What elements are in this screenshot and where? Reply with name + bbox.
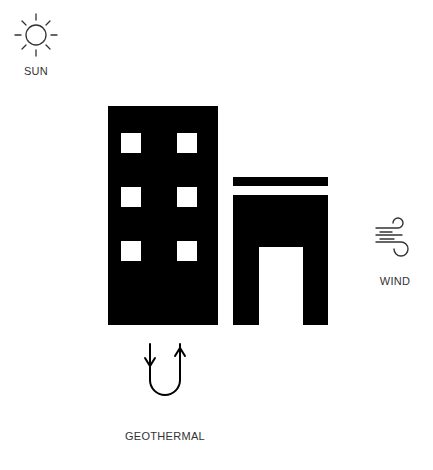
roof-bar xyxy=(233,177,328,186)
flow-arrow-down xyxy=(145,358,155,366)
sun-ray xyxy=(22,21,26,25)
sun-ray xyxy=(35,14,36,20)
wind-stroke xyxy=(376,218,403,228)
wind-stroke xyxy=(376,234,402,235)
ground-loop xyxy=(150,344,180,395)
small-building xyxy=(233,177,328,325)
wind-stroke xyxy=(376,242,408,256)
sun-ray xyxy=(35,50,36,56)
window xyxy=(121,187,141,207)
icon-label: SUN xyxy=(24,65,48,77)
building-body xyxy=(108,106,218,325)
wind-icon xyxy=(376,218,408,256)
building-body xyxy=(233,195,328,325)
flow-arrow-up xyxy=(175,348,185,356)
tall-building xyxy=(108,106,218,325)
window xyxy=(121,133,141,153)
sun-ray xyxy=(46,21,50,25)
window xyxy=(177,241,197,261)
window xyxy=(121,241,141,261)
sun-ray xyxy=(22,45,26,49)
icon-label: GEOTHERMAL xyxy=(125,430,205,442)
sun-ray xyxy=(51,34,57,35)
sun-ray xyxy=(46,45,50,49)
sun-disc xyxy=(26,25,46,45)
icon-label: WIND xyxy=(380,275,411,287)
window xyxy=(177,187,197,207)
sun-ray xyxy=(15,34,21,35)
geothermal-loop xyxy=(145,344,185,395)
wind-stroke xyxy=(380,231,392,232)
wind-stroke xyxy=(380,238,394,239)
sun-icon xyxy=(15,14,57,56)
door xyxy=(259,247,303,325)
window xyxy=(177,133,197,153)
